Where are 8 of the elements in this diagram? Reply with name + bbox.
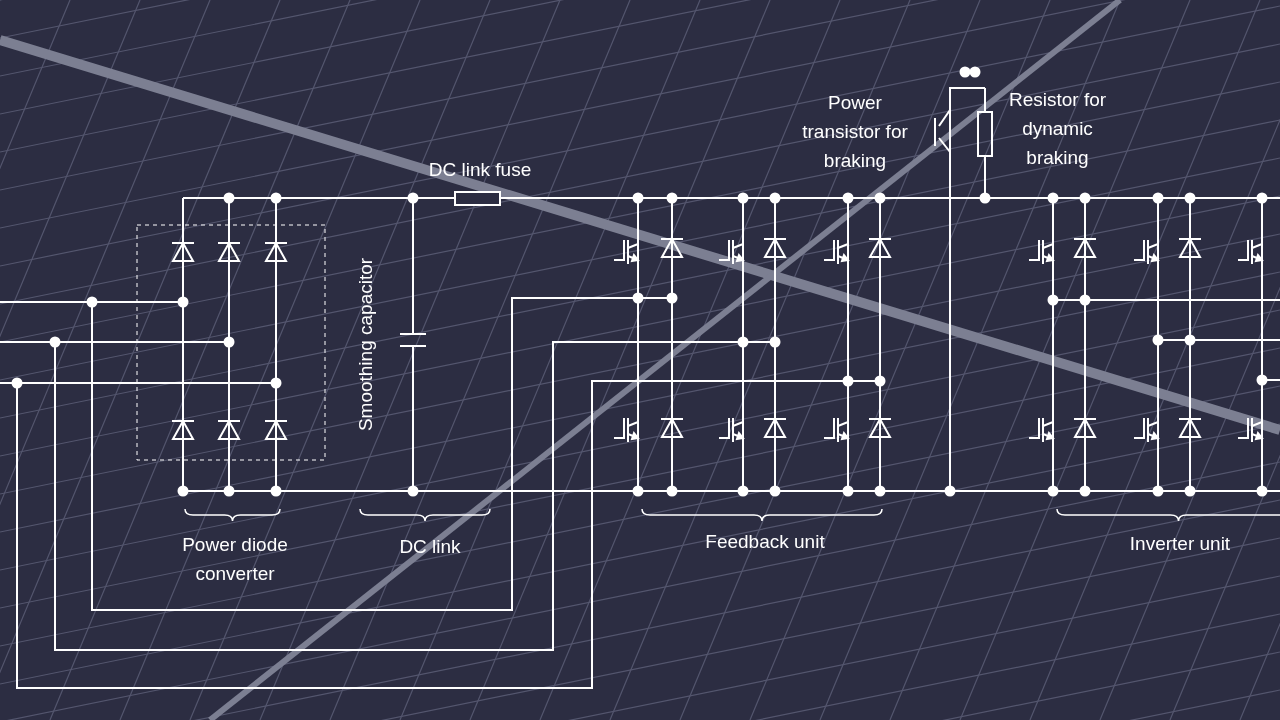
component-label: Smoothing capacitor: [353, 256, 377, 434]
component-label: DC link fuse: [427, 158, 533, 182]
component-label: Resistor for dynamic braking: [1007, 88, 1108, 170]
component-label: Power transistor for braking: [801, 91, 909, 173]
section-label: Feedback unit: [704, 530, 826, 554]
section-label: Power diode converter: [181, 533, 289, 586]
section-label: Inverter unit: [1128, 532, 1232, 556]
section-label: DC link: [398, 535, 462, 559]
